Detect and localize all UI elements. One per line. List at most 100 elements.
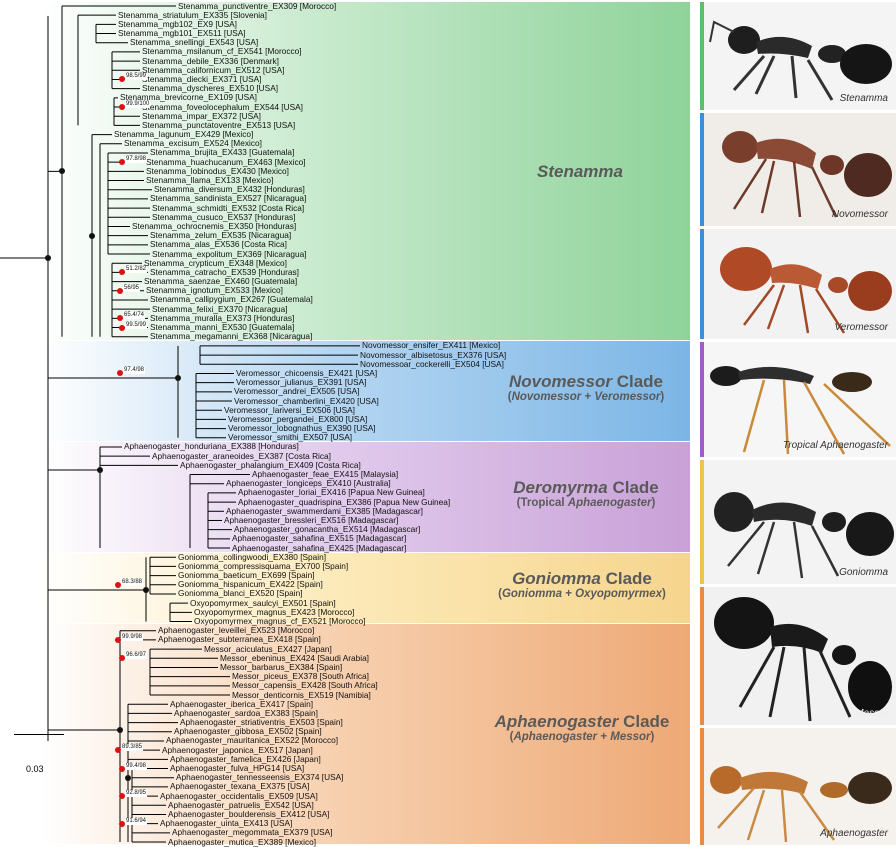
taxon-label: Goniomma_hispanicum_EX422 [Spain] (178, 579, 323, 590)
taxon-label: Veromessor_julianus_EX391 [USA] (236, 377, 367, 388)
aphaenogaster-title-genus: Aphaenogaster (494, 712, 619, 731)
aphaenogaster-photo-color-bar (700, 728, 704, 845)
aphaenogaster-photo-label: Aphaenogaster (820, 828, 888, 839)
taxon-label: Stenamma_sandinista_EX527 [Nicaragua] (150, 193, 307, 204)
support-value-label: 99.5/99 (125, 321, 148, 329)
deromyrma-sub-genus: Aphaenogaster (567, 497, 652, 509)
support-node-marker (117, 315, 123, 322)
aphaenogaster-sub-close: ) (650, 731, 655, 743)
taxon-label: Aphaenogaster_mutica_EX389 [Mexico] (168, 836, 317, 847)
goniomma-sub-plus: + (562, 588, 576, 600)
goniomma-sub-genus-b: Oxyopomyrmex (575, 588, 663, 600)
taxon-label: Aphaenogaster_mauritanica_EX522 [Morocco… (166, 735, 339, 746)
taxon-label: Novomessor_albisetosus_EX376 [USA] (360, 349, 507, 360)
taxon-label: Stenamma_manni_EX530 [Guatemala] (150, 322, 295, 333)
taxon-label: Goniomma_baeticum_EX699 [Spain] (178, 570, 315, 581)
taxon-label: Aphaenogaster_honduriana_EX388 [Honduras… (124, 441, 299, 452)
support-node-marker (119, 269, 125, 276)
taxon-label: Aphaenogaster_feae_EX415 [Malaysia] (252, 469, 399, 480)
taxon-label: Oxyopomyrmex_magnus_cf_EX521 [Morocco] (194, 616, 366, 627)
novomessor-title-suffix: Clade (611, 372, 663, 391)
taxon-label: Stenamma_megamanni_EX368 [Nicaragua] (150, 331, 313, 342)
taxon-label: Stenamma_saenzae_EX460 [Guatemala] (144, 276, 298, 287)
taxon-label: Aphaenogaster_gonacantha_EX514 [Madagasc… (234, 524, 421, 535)
taxon-label: Aphaenogaster_quadrispina_EX386 [Papua N… (238, 496, 451, 507)
support-value-label: 89.3/85 (121, 744, 144, 752)
taxon-label: Goniomma_collingwoodi_EX380 [Spain] (178, 551, 327, 562)
taxon-label: Stenamma_mgb101_EX511 [USA] (118, 28, 246, 39)
tropical-aphaenogaster-ant-illustration (710, 366, 891, 455)
novomessor-ant-illustration (722, 131, 892, 218)
goniomma-title-suffix: Clade (600, 569, 652, 588)
supported-node-marker (143, 587, 149, 593)
support-node-marker (117, 287, 123, 294)
veromessor-specimen-photo: Veromessor (704, 229, 896, 339)
taxon-label: Aphaenogaster_phalangium_EX409 [Costa Ri… (180, 459, 361, 470)
messor-photo-label: Messor (855, 708, 888, 719)
tropical-aphaenogaster-specimen-photo: Tropical Aphaenogaster (704, 342, 896, 457)
novomessor-clade-band (40, 341, 690, 441)
taxon-label: Messor_barbarus_EX384 [Spain] (220, 661, 343, 672)
goniomma-specimen-photo: Goniomma (704, 460, 896, 584)
taxon-label: Aphaenogaster_bressleri_EX516 [Madagasca… (224, 514, 399, 525)
taxon-label: Messor_denticornis_EX519 [Namibia] (232, 689, 371, 700)
taxon-label: Aphaenogaster_gibbosa_EX502 [Spain] (174, 726, 322, 737)
aphaenogaster-sub-plus: + (597, 731, 611, 743)
novomessor-sub-genus-a: Novomessor (511, 391, 582, 403)
support-node-marker (117, 370, 123, 377)
taxon-label: Veromessor_lariversi_EX506 [USA] (224, 404, 355, 415)
taxon-label: Aphaenogaster_sahafina_EX515 [Madagascar… (232, 533, 407, 544)
stenamma-specimen-photo: Stenamma (704, 2, 896, 110)
taxon-label: Oxyopomyrmex_saulcyi_EX501 [Spain] (190, 597, 336, 608)
taxon-label: Aphaenogaster_japonica_EX517 [Japan] (162, 744, 313, 755)
novomessor-photo-color-bar (700, 113, 704, 226)
stenamma-clade-title: Stenamma (537, 162, 623, 181)
taxon-label: Veromessor_lobognathus_EX390 [USA] (228, 423, 376, 434)
taxon-label: Aphaenogaster_occidentalis_EX509 [USA] (160, 790, 318, 801)
supported-node-marker (117, 727, 123, 733)
taxon-label: Aphaenogaster_longiceps_EX410 [Australia… (226, 478, 391, 489)
taxon-label: Novomessor_ensifer_EX411 [Mexico] (362, 340, 501, 351)
novomessor-sub-close: ) (660, 391, 665, 403)
support-value-label: 98.5/99 (125, 73, 148, 81)
messor-specimen-photo: Messor (704, 587, 896, 725)
taxon-label: Stenamma_diecki_EX371 [USA] (142, 73, 262, 84)
goniomma-photo-label: Goniomma (839, 567, 888, 578)
novomessor-sub-open: ( (507, 391, 512, 403)
taxon-label: Stenamma_debile_EX336 [Denmark] (142, 55, 279, 66)
novomessor-specimen-photo: Novomessor (704, 113, 896, 226)
taxon-label: Veromessor_pergandei_EX800 [USA] (228, 413, 368, 424)
taxon-label: Aphaenogaster_boulderensis_EX412 [USA] (168, 808, 330, 819)
taxon-label: Aphaenogaster_leveillei_EX523 [Morocco] (158, 625, 315, 636)
taxon-label: Stenamma_snellingi_EX543 [USA] (130, 37, 259, 48)
taxon-label: Aphaenogaster_striativentris_EX503 [Spai… (180, 717, 343, 728)
taxon-label: Stenamma_cusuco_EX537 [Honduras] (152, 211, 296, 222)
taxon-label: Goniomma_blanci_EX520 [Spain] (178, 588, 303, 599)
support-value-label: 51.2/82 (125, 266, 148, 274)
taxon-label: Aphaenogaster_patruelis_EX542 [USA] (168, 799, 314, 810)
support-value-label: 99.4/98 (125, 762, 148, 770)
goniomma-clade-title: Goniomma Clade (472, 569, 692, 589)
taxon-label: Aphaenogaster_fulva_HPG14 [USA] (170, 763, 305, 773)
support-value-label: 91.6/94 (125, 817, 148, 825)
taxon-label: Stenamma_dyscheres_EX510 [USA] (142, 83, 279, 94)
goniomma-photo-color-bar (700, 460, 704, 584)
support-value-label: 99.9/98 (121, 633, 144, 641)
taxon-label: Stenamma_msilanum_cf_EX541 [Morocco] (142, 46, 302, 57)
scale-bar-label: 0.03 (26, 764, 44, 774)
taxon-label: Messor_piceus_EX378 [South Africa] (232, 671, 369, 682)
support-value-label: 68.3/88 (121, 578, 144, 586)
taxon-label: Stenamma_ochrocnemis_EX350 [Honduras] (132, 220, 297, 231)
novomessor-sub-plus: + (581, 391, 595, 403)
taxon-label: Stenamma_ignotum_EX533 [Mexico] (146, 285, 283, 296)
supported-node-marker (45, 255, 51, 261)
aphaenogaster-clade-subtitle: (Aphaenogaster + Messor) (472, 731, 692, 743)
taxon-label: Stenamma_brevicorne_EX109 [USA] (120, 92, 257, 103)
aphaenogaster-sub-genus-a: Aphaenogaster (513, 731, 598, 743)
messor-photo-color-bar (700, 587, 704, 725)
aphaenogaster-specimen-photo: Aphaenogaster (704, 728, 896, 845)
taxon-label: Stenamma_brujita_EX433 [Guatemala] (150, 147, 295, 158)
taxon-label: Veromessor_smithi_EX507 [USA] (228, 432, 353, 443)
veromessor-ant-illustration (720, 247, 892, 334)
taxon-label: Aphaenogaster_texana_EX375 [USA] (170, 781, 310, 792)
